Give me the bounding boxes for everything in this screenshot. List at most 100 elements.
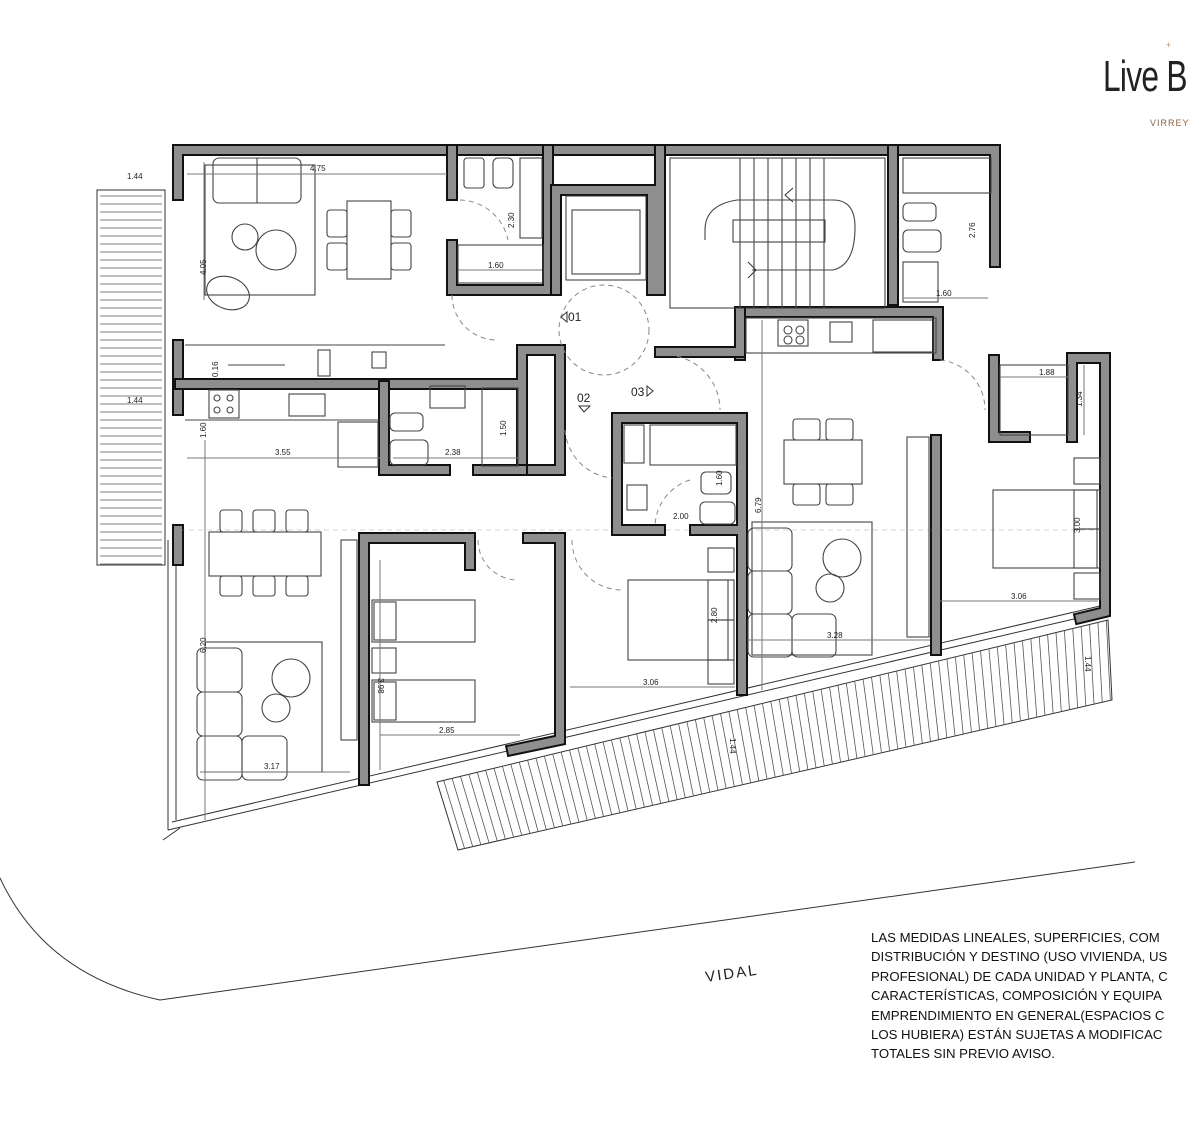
balcony-hatch-line [518, 762, 539, 832]
balcony-hatch-line [896, 670, 907, 748]
marker-01-arrow-icon [560, 310, 568, 324]
balcony-hatch-line [971, 652, 980, 731]
disclaimer-line: CARACTERÍSTICAS, COMPOSICIÓN Y EQUIPA [871, 988, 1162, 1004]
balcony-hatch-line [988, 648, 997, 727]
balcony-hatch-line [1105, 620, 1111, 701]
logo-star-icon: + [1166, 40, 1172, 50]
balcony-hatch-line [736, 709, 752, 783]
balcony-hatch-line [996, 646, 1005, 725]
dim-label: 3.06 [643, 678, 659, 687]
disclaimer-line: PROFESIONAL) DE CADA UNIDAD Y PLANTA, C [871, 968, 1168, 984]
balcony-left [96, 189, 166, 566]
doors [180, 199, 1100, 591]
street-name: VIDAL [704, 962, 759, 986]
balcony-hatch-line [602, 741, 621, 813]
balcony-hatch-line [862, 679, 874, 755]
balcony-hatch-line [778, 699, 792, 774]
balcony-hatch-line [585, 745, 604, 817]
balcony-hatch-line [795, 695, 809, 770]
disclaimer-text: LAS MEDIDAS LINEALES, SUPERFICIES, COM D… [871, 928, 1200, 1064]
dim-label: 1.44 [127, 172, 143, 181]
balcony-hatch-line [837, 685, 850, 761]
balcony-hatch-line [963, 654, 972, 733]
balcony-hatch-line [762, 703, 776, 778]
unit-marker-02: 02 [577, 391, 591, 405]
balcony-hatch-line [476, 772, 498, 842]
dim-label: 2.30 [507, 212, 516, 228]
dim-label: 1.50 [499, 420, 508, 436]
balcony-hatch-line [904, 668, 915, 746]
disclaimer-line: EMPRENDIMIENTO EN GENERAL(ESPACIOS C [871, 1007, 1165, 1023]
balcony-hatch-line [1022, 640, 1030, 720]
balcony-hatch-line [1030, 638, 1038, 718]
balcony-hatch-line [1047, 634, 1054, 714]
balcony-hatch-line [929, 662, 940, 740]
balcony-hatch-line [451, 778, 474, 847]
balcony-hatch-line [1063, 630, 1070, 710]
disclaimer-line: LOS HUBIERA) ESTÁN SUJETAS A MODIFICAC [871, 1027, 1163, 1043]
balcony-hatch-line [577, 747, 596, 819]
unit-markers: 01 02 03 [560, 310, 654, 413]
balcony-hatch-line [954, 656, 964, 735]
balcony-hatch-line [1005, 644, 1013, 723]
dim-label: 4.75 [310, 164, 326, 173]
dim-label: 1.44 [728, 738, 737, 754]
dim-label: 6.79 [754, 497, 763, 513]
balcony-hatch-line [1080, 626, 1087, 707]
balcony-bottom [436, 619, 1113, 851]
balcony-hatch-line [686, 721, 703, 795]
balcony-hatch-line [661, 727, 678, 800]
dimension-lines [187, 162, 1098, 820]
balcony-hatch-line [619, 737, 637, 810]
dim-label: 1.44 [1083, 656, 1092, 672]
balcony-hatch-line [535, 758, 555, 828]
unit-marker-03: 03 [631, 385, 645, 399]
balcony-hatch-line [1097, 622, 1103, 703]
balcony-hatch-line [468, 774, 490, 843]
balcony-hatch-line [812, 691, 825, 767]
balcony-hatch-line [879, 675, 891, 752]
street-line [159, 861, 1136, 1001]
balcony-hatch-line [871, 677, 882, 753]
dim-label: 2.80 [710, 607, 719, 623]
elevator [565, 195, 647, 281]
dim-label: 3.00 [1073, 517, 1082, 533]
dim-label: 2.38 [445, 448, 461, 457]
balcony-hatch-line [636, 733, 653, 806]
dim-label: 1.88 [1039, 368, 1055, 377]
balcony-hatch-line [921, 664, 931, 742]
balcony-hatch-line [1013, 642, 1021, 722]
balcony-hatch-line [493, 768, 514, 838]
balcony-hatch-line [728, 711, 743, 785]
balcony-hatch-line [745, 707, 760, 782]
dim-label: 6.20 [199, 637, 208, 653]
balcony-hatch-line [552, 753, 572, 825]
balcony-hatch-line [594, 743, 613, 815]
brand-logo-subtitle: VIRREY [1150, 118, 1190, 128]
dim-label: 3.06 [1011, 592, 1027, 601]
balcony-hatch-line [946, 658, 956, 737]
balcony-hatch-line [644, 731, 662, 804]
furniture [185, 157, 1101, 781]
dim-label: 3.28 [827, 631, 843, 640]
dim-label: 1.60 [199, 422, 208, 438]
dim-label: 1.60 [936, 289, 952, 298]
marker-03-arrow-icon [646, 384, 654, 398]
balcony-hatch-line [720, 713, 735, 787]
balcony-hatch-line [527, 760, 547, 830]
dim-label: 3.55 [275, 448, 291, 457]
balcony-hatch-line [569, 749, 588, 821]
dim-label: 0.16 [211, 361, 220, 377]
disclaimer-line: TOTALES SIN PREVIO AVISO. [871, 1046, 1055, 1062]
disclaimer-line: DISTRIBUCIÓN Y DESTINO (USO VIVIENDA, US [871, 949, 1168, 965]
facade-outline [162, 827, 181, 841]
balcony-hatch-line [694, 719, 711, 793]
balcony-hatch-line [938, 660, 948, 738]
balcony-hatch-line [887, 673, 899, 750]
disclaimer-line: LAS MEDIDAS LINEALES, SUPERFICIES, COM [871, 930, 1160, 945]
balcony-hatch-line [1038, 636, 1046, 716]
stairwell [669, 157, 886, 309]
dim-label: 1.60 [715, 470, 724, 486]
